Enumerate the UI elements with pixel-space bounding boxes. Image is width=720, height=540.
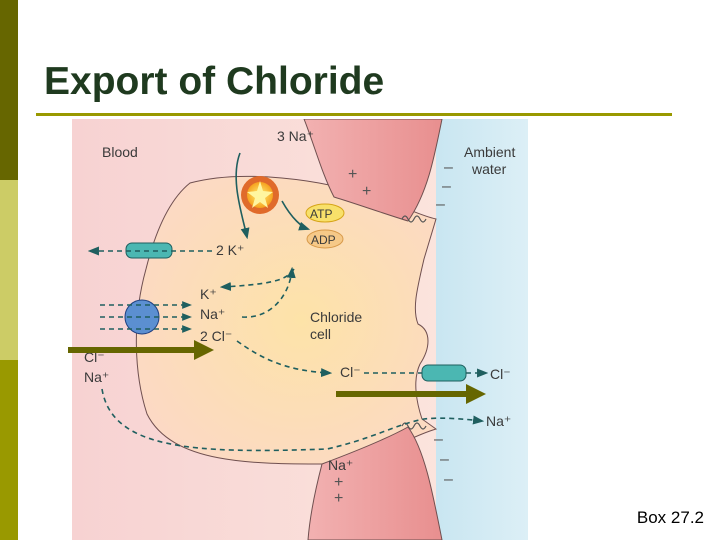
figure-caption: Box 27.2 (636, 508, 704, 527)
slide-title: Export of Chloride (44, 60, 385, 103)
cotransport-na-label: Na⁺ (200, 306, 225, 322)
chloride-cell-label-line2: cell (310, 326, 331, 342)
blood-label: Blood (102, 144, 138, 160)
upper-adjacent-cell (303, 119, 443, 222)
right-annotation-arrow (336, 384, 486, 404)
chloride-cell-diagram: Blood Ambient water 3 Na⁺ ATP ADP 2 K⁺ (72, 119, 528, 540)
plus-sign: + (362, 183, 371, 200)
cl-internal-arrow (236, 340, 333, 378)
title-rule (36, 113, 672, 116)
k-out-label: 2 K⁺ (216, 242, 244, 258)
ambient-water-label-line1: Ambient (464, 144, 515, 160)
na-pump-arrow (235, 152, 250, 240)
sodium-potassium-pump (241, 176, 279, 214)
ambient-water-region (436, 119, 528, 540)
plus-sign: + (348, 166, 357, 183)
na-bottom-label: Na⁺ (328, 457, 353, 473)
sidebar-dark-segment (0, 0, 18, 180)
sidebar-dark-segment-lower (0, 360, 18, 540)
minus-sign: – (442, 178, 451, 195)
chloride-cell-figure: Blood Ambient water 3 Na⁺ ATP ADP 2 K⁺ (72, 119, 528, 540)
minus-sign: – (436, 196, 445, 213)
ambient-water-label-line2: water (471, 161, 507, 177)
minus-sign: – (444, 471, 453, 488)
adp-badge: ADP (306, 229, 344, 249)
cotransport-k-label: K⁺ (200, 286, 217, 302)
left-annotation-arrow (68, 340, 214, 360)
top-pump-ion-label: 3 Na⁺ (277, 128, 314, 144)
atp-label: ATP (310, 207, 332, 221)
cl-inside-label: Cl⁻ (340, 364, 361, 380)
minus-sign: – (434, 431, 443, 448)
upper-tight-junction (401, 215, 427, 223)
adp-label: ADP (311, 233, 336, 247)
cotransport-cl-label: 2 Cl⁻ (200, 328, 232, 344)
atp-badge: ATP (305, 203, 345, 223)
na-recycle-arrow (241, 266, 296, 318)
na-left-label: Na⁺ (84, 369, 109, 385)
atp-arrow (281, 200, 311, 231)
chloride-cell-label-line1: Chloride (310, 309, 362, 325)
plus-sign: + (334, 490, 343, 507)
sidebar-light-segment (0, 180, 18, 360)
cl-out-label: Cl⁻ (490, 366, 511, 382)
na-out-label: Na⁺ (486, 413, 511, 429)
na-paracellular-arrow (101, 388, 485, 452)
lower-adjacent-cell (307, 426, 443, 540)
plus-sign: + (334, 474, 343, 491)
minus-sign: – (444, 159, 453, 176)
minus-sign: – (440, 451, 449, 468)
